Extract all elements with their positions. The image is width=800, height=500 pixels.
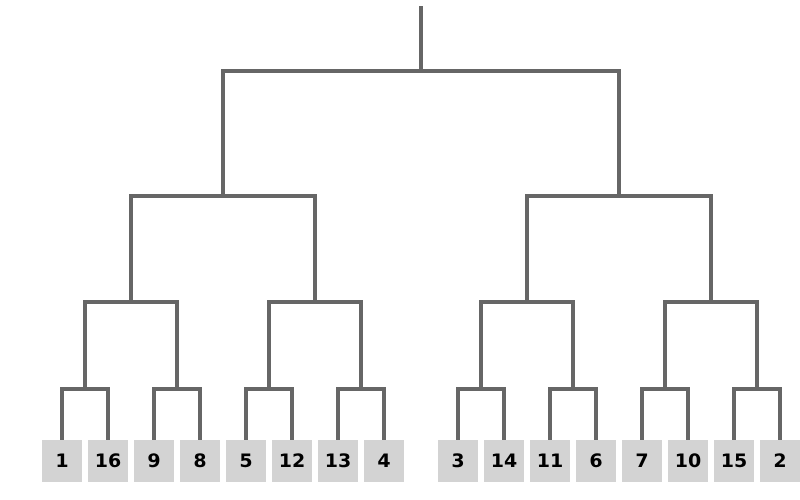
bracket-leaf-node[interactable]: 8 — [180, 440, 220, 482]
bracket-leaf-node[interactable]: 2 — [760, 440, 800, 482]
bracket-leaf-label: 4 — [377, 449, 391, 472]
bracket-leaf-label: 12 — [278, 449, 306, 472]
bracket-leaf-label: 1 — [55, 449, 69, 472]
bracket-leaf-label: 15 — [720, 449, 748, 472]
bracket-leaf-label: 14 — [490, 449, 518, 472]
bracket-leaf-label: 3 — [451, 449, 465, 472]
bracket-leaf-node[interactable]: 15 — [714, 440, 754, 482]
bracket-leaf-node[interactable]: 14 — [484, 440, 524, 482]
bracket-leaf-node[interactable]: 1 — [42, 440, 82, 482]
bracket-leaf-label: 5 — [239, 449, 253, 472]
bracket-leaf-label: 11 — [536, 449, 564, 472]
bracket-leaf-label: 6 — [589, 449, 603, 472]
bracket-leaf-node[interactable]: 4 — [364, 440, 404, 482]
bracket-leaf-node[interactable]: 16 — [88, 440, 128, 482]
bracket-leaf-node[interactable]: 7 — [622, 440, 662, 482]
bracket-leaf-label: 16 — [94, 449, 122, 472]
bracket-leaf-label: 13 — [324, 449, 352, 472]
bracket-links — [60, 6, 782, 440]
bracket-leaf-label: 7 — [635, 449, 649, 472]
bracket-leaf-node[interactable]: 11 — [530, 440, 570, 482]
bracket-leaf-node[interactable]: 3 — [438, 440, 478, 482]
bracket-leaf-node[interactable]: 13 — [318, 440, 358, 482]
bracket-leaf-node[interactable]: 9 — [134, 440, 174, 482]
bracket-leaf-label: 9 — [147, 449, 161, 472]
bracket-leaf-node[interactable]: 6 — [576, 440, 616, 482]
bracket-leaf-label: 2 — [773, 449, 787, 472]
bracket-leaf-node[interactable]: 12 — [272, 440, 312, 482]
bracket-leaf-label: 8 — [193, 449, 207, 472]
bracket-leaf-node[interactable]: 10 — [668, 440, 708, 482]
bracket-leaf-label: 10 — [674, 449, 702, 472]
bracket-leaf-node[interactable]: 5 — [226, 440, 266, 482]
